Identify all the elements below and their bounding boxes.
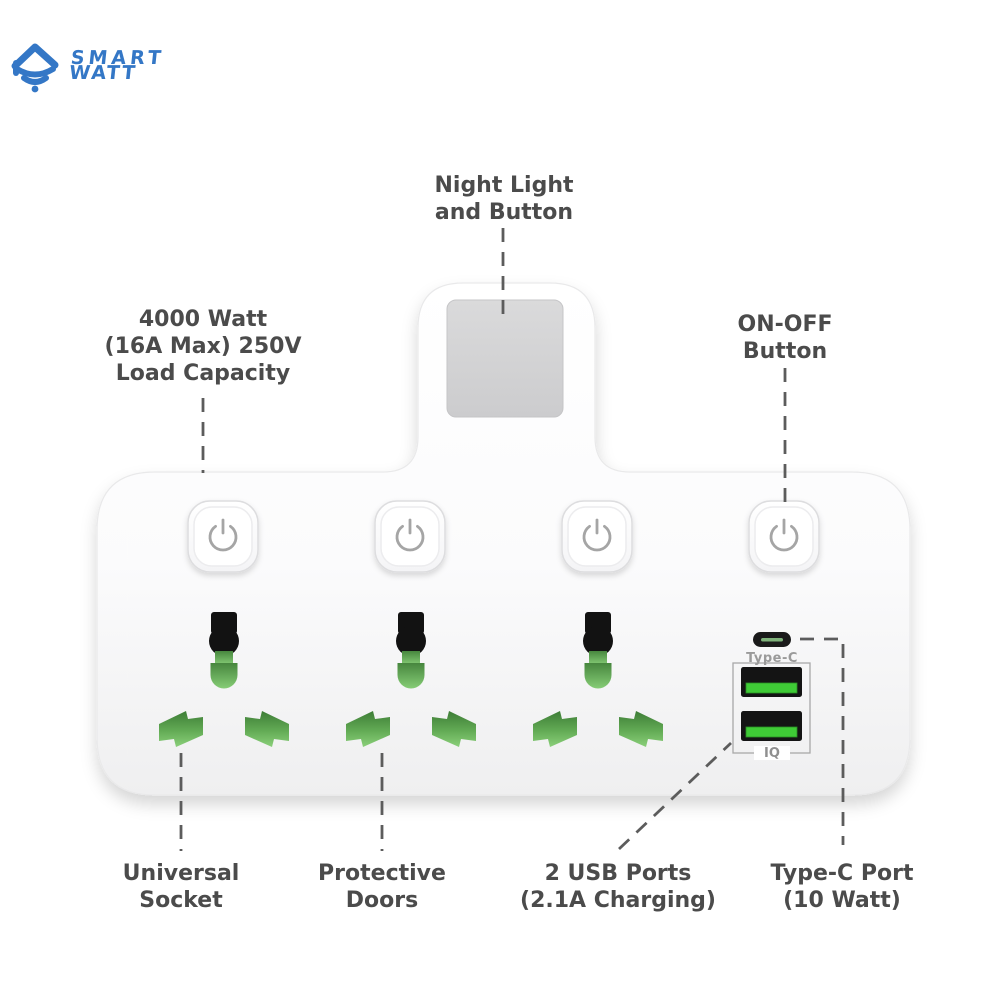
usb-port-1 bbox=[741, 667, 802, 697]
universal-socket-callout-line1: Universal bbox=[122, 861, 240, 886]
on-off-callout-line1: ON-OFF bbox=[737, 312, 833, 337]
night-light-panel bbox=[446, 299, 564, 418]
usb-ports-callout-line2: (2.1A Charging) bbox=[520, 888, 716, 913]
smartwatt-logo-icon bbox=[11, 43, 59, 93]
on-off-callout-line2: Button bbox=[742, 339, 828, 364]
type-c-port-callout: Type-C Port (10 Watt) bbox=[771, 860, 914, 914]
usb-frame-gap bbox=[754, 746, 790, 760]
universal-socket-callout: Universal Socket bbox=[123, 860, 240, 914]
load-capacity-callout-line2: (16A Max) 250V bbox=[104, 334, 302, 359]
usb-iq-label: IQ bbox=[764, 746, 780, 761]
load-capacity-callout-line3: Load Capacity bbox=[115, 361, 291, 386]
logo-wifi-arc-large bbox=[14, 66, 56, 78]
type-c-port-callout-line2: (10 Watt) bbox=[783, 888, 901, 913]
protective-doors-callout: Protective Doors bbox=[318, 860, 446, 914]
load-capacity-callout-line1: 4000 Watt bbox=[138, 307, 268, 332]
power-button-4-on-off bbox=[749, 501, 819, 572]
protective-doors-callout-line1: Protective bbox=[318, 861, 446, 886]
logo-wifi-dot bbox=[31, 85, 39, 93]
power-strip-body bbox=[96, 282, 911, 796]
night-light-callout-line1: Night Light bbox=[434, 173, 574, 198]
load-capacity-callout: 4000 Watt (16A Max) 250V Load Capacity bbox=[105, 306, 302, 387]
logo-roof bbox=[11, 43, 59, 70]
usb-ports-callout-line1: 2 USB Ports bbox=[544, 861, 692, 886]
usb-ports-callout-line bbox=[618, 741, 732, 851]
type-c-contact bbox=[761, 638, 783, 642]
power-button-2 bbox=[375, 501, 445, 572]
type-c-callout-line bbox=[800, 637, 845, 845]
power-button-1 bbox=[188, 501, 258, 572]
usb-ports-callout: 2 USB Ports (2.1A Charging) bbox=[520, 860, 716, 914]
night-light-callout-line2: and Button bbox=[434, 200, 574, 225]
protective-doors-callout-line2: Doors bbox=[345, 888, 419, 913]
usb-charging-section bbox=[732, 632, 811, 760]
logo-wifi-arc-small bbox=[21, 75, 49, 85]
type-c-port-label: Type-C bbox=[746, 651, 798, 666]
callout-lines bbox=[179, 228, 845, 851]
usb-port-2 bbox=[741, 711, 802, 741]
brand-logo: SMART WATT bbox=[10, 36, 166, 96]
on-off-callout: ON-OFF Button bbox=[737, 311, 832, 365]
power-button-3 bbox=[562, 501, 632, 572]
night-light-callout: Night Light and Button bbox=[434, 172, 573, 226]
universal-socket-callout-line2: Socket bbox=[139, 888, 223, 913]
type-c-port-callout-line1: Type-C Port bbox=[770, 861, 914, 886]
